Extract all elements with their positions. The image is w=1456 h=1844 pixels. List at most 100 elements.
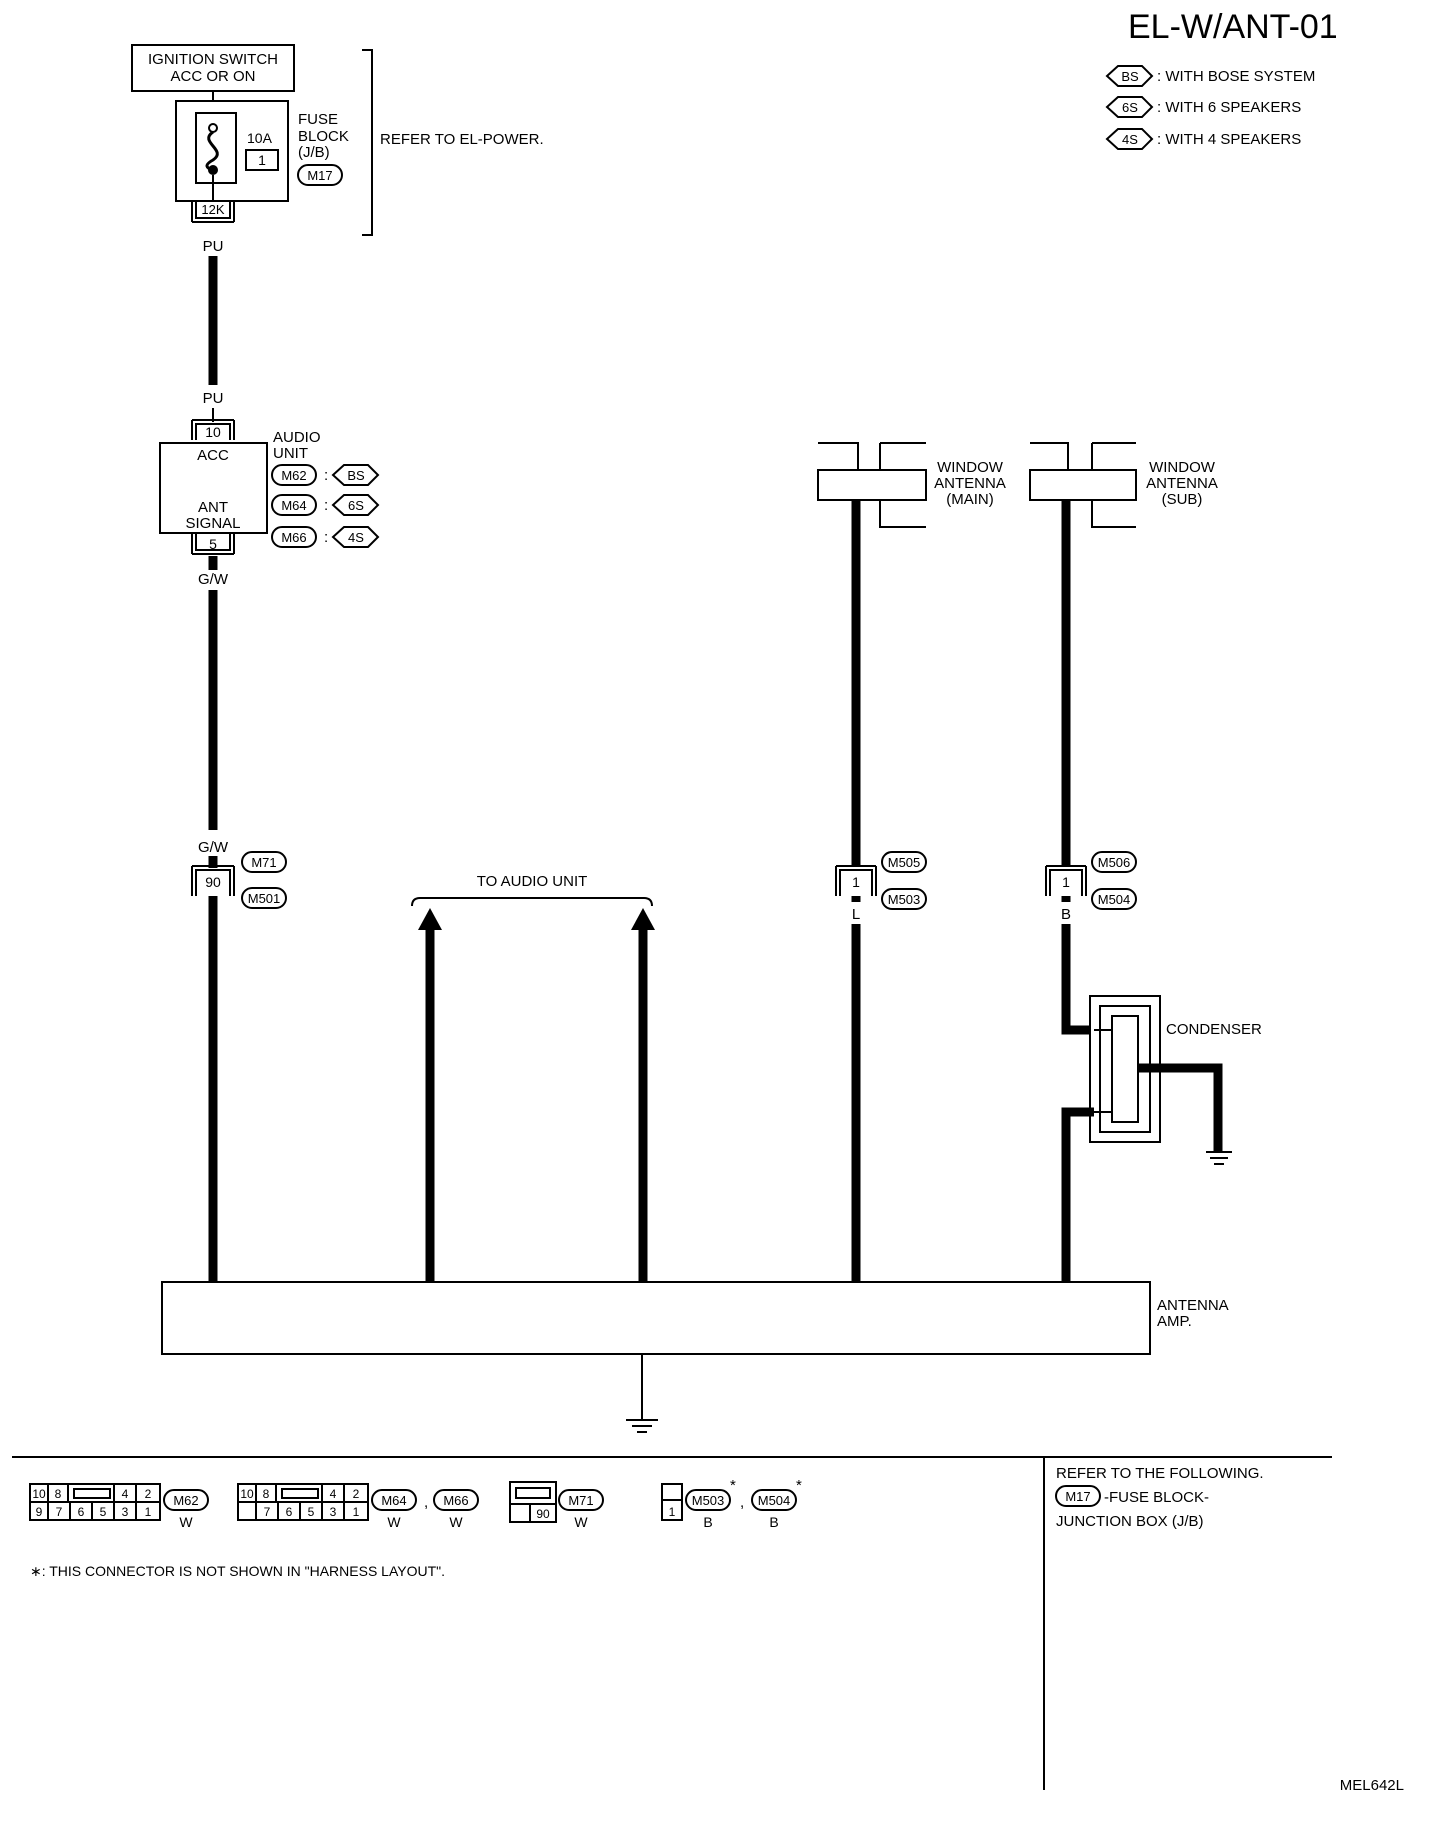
- fuse-block-label-3: (J/B): [298, 144, 330, 161]
- connector-view-m64-label: M64: [381, 1493, 406, 1508]
- connector-view-m62-label: M62: [173, 1493, 198, 1508]
- antenna-main-terminal: 1: [852, 874, 860, 890]
- footnote: ∗: THIS CONNECTOR IS NOT SHOWN IN "HARNE…: [30, 1563, 445, 1579]
- antenna-main-l3: (MAIN): [946, 491, 994, 508]
- star-m504: *: [796, 1477, 802, 1494]
- pin-bot-4: 5: [100, 1505, 107, 1519]
- refer-following-conn: M17: [1065, 1489, 1090, 1504]
- pin-bot-2: 7: [56, 1505, 63, 1519]
- junction-90: 90 M71 M501: [191, 851, 287, 909]
- pin-top-1: 10: [240, 1487, 254, 1501]
- connector-view-m62-color: W: [179, 1514, 193, 1530]
- connector-view-m504-label: M504: [758, 1493, 791, 1508]
- fuse-block-label-2: BLOCK: [298, 128, 349, 145]
- antenna-sub-conn-top: M506: [1098, 855, 1131, 870]
- audio-ant-label: ANT: [198, 499, 228, 516]
- audio-unit-label-2: UNIT: [273, 445, 308, 462]
- legend-text-bs: : WITH BOSE SYSTEM: [1157, 68, 1315, 85]
- connector-view-m66-label: M66: [443, 1493, 468, 1508]
- wire-color-gw-top: G/W: [198, 571, 229, 588]
- ignition-switch-label: IGNITION SWITCH: [148, 51, 278, 68]
- audio-conn-m62: M62: [281, 468, 306, 483]
- junction-conn-m501: M501: [248, 891, 281, 906]
- to-audio-unit-label: TO AUDIO UNIT: [477, 873, 588, 890]
- pin-90: 90: [536, 1507, 550, 1521]
- audio-conn-sep-1: :: [324, 467, 328, 484]
- antenna-sub-conn-bottom: M504: [1098, 892, 1131, 907]
- connector-view-m504-color: B: [769, 1514, 778, 1530]
- antenna-amp-label-1: ANTENNA: [1157, 1297, 1229, 1314]
- diagram-title: EL-W/ANT-01: [1128, 8, 1338, 46]
- junction-conn-m71: M71: [251, 855, 276, 870]
- connector-view-m71-label: M71: [568, 1493, 593, 1508]
- condenser: CONDENSER: [1061, 924, 1262, 1282]
- audio-acc-label: ACC: [197, 447, 229, 464]
- wire-color-b: B: [1061, 906, 1071, 923]
- legend-code-bs: BS: [1121, 69, 1139, 84]
- connector-view-comma-2: ,: [740, 1494, 744, 1511]
- arrow-up-icon: [631, 908, 655, 930]
- wire-color-pu-bottom: PU: [203, 390, 224, 407]
- pin-bot-2: 6: [286, 1505, 293, 1519]
- pin-bot-1: 9: [36, 1505, 43, 1519]
- arrow-up-icon: [418, 908, 442, 930]
- antenna-main-conn-bottom: M503: [888, 892, 921, 907]
- junction-terminal-90: 90: [205, 874, 221, 890]
- pin-top-2: 8: [263, 1487, 270, 1501]
- to-audio-unit-group: TO AUDIO UNIT: [411, 873, 655, 1282]
- pin-top-4: 2: [353, 1487, 360, 1501]
- connector-view-m503-label: M503: [692, 1493, 725, 1508]
- antenna-sub-l2: ANTENNA: [1146, 475, 1218, 492]
- antenna-amp-box: [161, 1281, 1151, 1355]
- connector-view-m503-m504: 1 M503 * B , M504 * B: [661, 1477, 802, 1530]
- pin-bot-5: 1: [353, 1505, 360, 1519]
- legend-text-4s: : WITH 4 SPEAKERS: [1157, 131, 1301, 148]
- pin-top-3: 4: [122, 1487, 129, 1501]
- legend-code-6s: 6S: [1122, 100, 1138, 115]
- condenser-label: CONDENSER: [1166, 1021, 1262, 1038]
- pin-top-3: 4: [330, 1487, 337, 1501]
- ignition-switch-mode: ACC OR ON: [170, 68, 255, 85]
- pin-top-1: 10: [32, 1487, 46, 1501]
- antenna-sub-l3: (SUB): [1162, 491, 1203, 508]
- window-antenna-main: WINDOW ANTENNA (MAIN): [817, 442, 1006, 528]
- window-antenna-sub: WINDOW ANTENNA (SUB): [1029, 442, 1218, 528]
- audio-terminal-ant: 5: [209, 536, 217, 552]
- antenna-amp-label-2: AMP.: [1157, 1313, 1192, 1330]
- connector-view-m64-color: W: [387, 1514, 401, 1530]
- fuse-block-label-1: FUSE: [298, 111, 338, 128]
- connector-view-comma: ,: [424, 1494, 428, 1511]
- audio-conn-m66: M66: [281, 530, 306, 545]
- pin-bot-1: 7: [264, 1505, 271, 1519]
- wire-color-l: L: [852, 906, 860, 923]
- audio-opt-bs: BS: [347, 468, 365, 483]
- audio-opt-4s: 4S: [348, 530, 364, 545]
- audio-signal-label: SIGNAL: [185, 515, 240, 532]
- pin-top-4: 2: [145, 1487, 152, 1501]
- pin-1: 1: [669, 1505, 676, 1519]
- audio-terminal-acc: 10: [205, 424, 221, 440]
- connector-view-m71-color: W: [574, 1514, 588, 1530]
- connector-view-m71: 90 M71 W: [509, 1481, 604, 1530]
- legend-text-6s: : WITH 6 SPEAKERS: [1157, 99, 1301, 116]
- antenna-main-conn-top: M505: [888, 855, 921, 870]
- ignition-switch-box: [131, 44, 295, 92]
- ground-icon: [626, 1354, 658, 1433]
- star-m503: *: [730, 1477, 736, 1494]
- audio-unit-label-1: AUDIO: [273, 429, 321, 446]
- wire-color-gw-mid: G/W: [198, 839, 229, 856]
- pin-bot-5: 3: [122, 1505, 129, 1519]
- pin-top-2: 8: [55, 1487, 62, 1501]
- audio-opt-6s: 6S: [348, 498, 364, 513]
- connector-view-m503-color: B: [703, 1514, 712, 1530]
- audio-conn-sep-2: :: [324, 497, 328, 514]
- refer-bracket: [362, 49, 373, 236]
- fuse-block-connector: M17: [307, 168, 332, 183]
- connector-sub: 1 M506 M504: [1045, 851, 1137, 910]
- antenna-sub-l1: WINDOW: [1149, 459, 1216, 476]
- wire-color-pu-top: PU: [203, 238, 224, 255]
- refer-following-line2: -FUSE BLOCK-: [1104, 1489, 1209, 1506]
- connector-view-m62: 10 8 4 2 9 7 6 5 3 1 M62 W: [29, 1483, 209, 1530]
- fuse-terminal: 12K: [201, 202, 224, 217]
